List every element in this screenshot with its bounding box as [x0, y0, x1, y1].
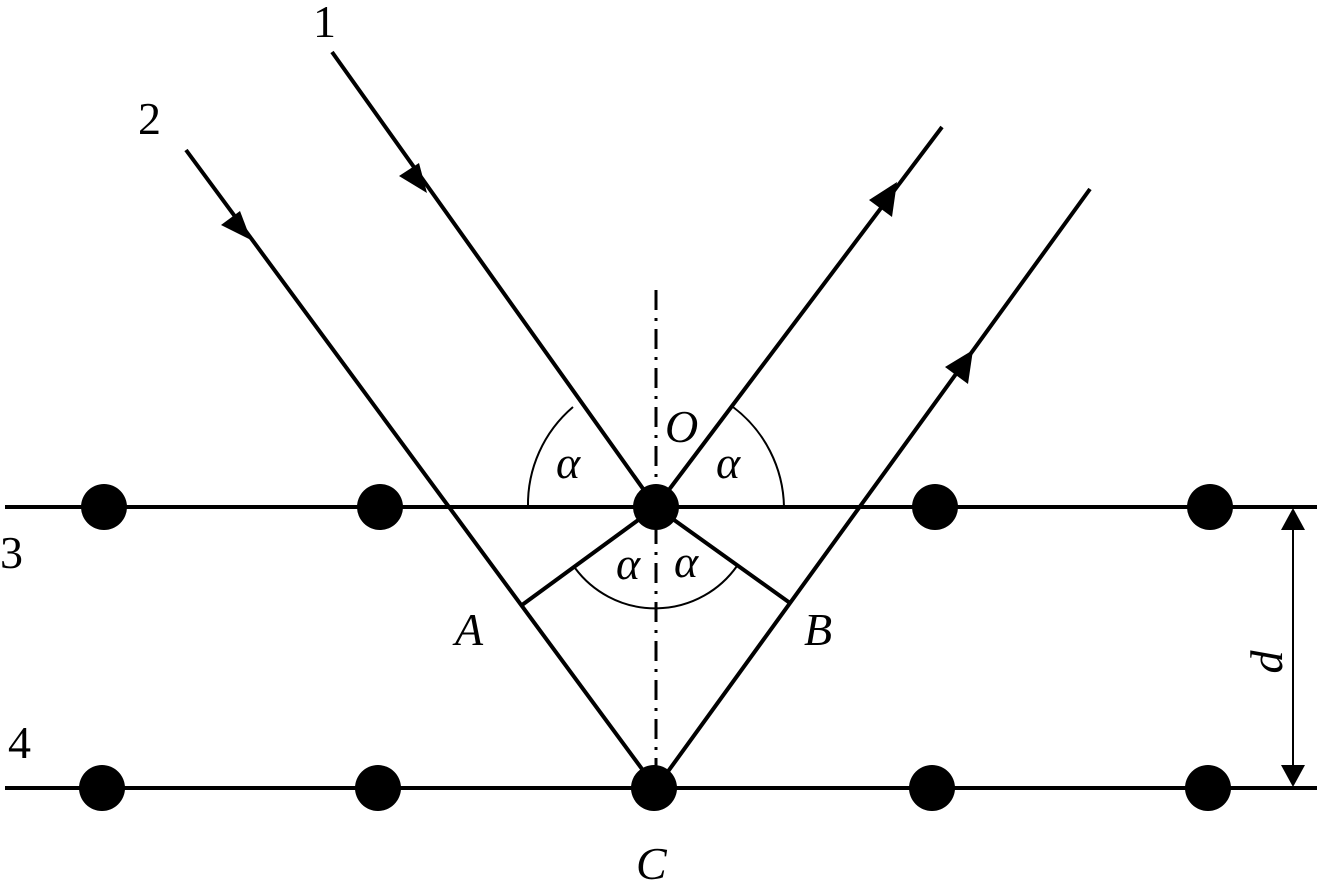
- label-angle-incident: α: [556, 437, 581, 488]
- reflected-ray-2: [654, 187, 1092, 790]
- atom-O: [633, 484, 679, 530]
- label-point-O: O: [665, 401, 698, 452]
- incident-ray-2: [184, 148, 658, 790]
- label-plane-4: 4: [8, 717, 31, 768]
- label-angle-reflected: α: [716, 437, 741, 488]
- angle-arc-lower: [574, 565, 738, 610]
- segment-OB: [654, 505, 792, 605]
- label-plane-3: 3: [0, 527, 23, 578]
- distance-arrow-top: [1281, 508, 1305, 530]
- label-point-C: C: [636, 838, 668, 882]
- arrowhead-reflected-1: [869, 182, 897, 217]
- atom: [1185, 765, 1231, 811]
- label-point-A: A: [452, 604, 484, 655]
- atom: [355, 765, 401, 811]
- label-ray-1: 1: [313, 0, 336, 47]
- atom: [1187, 484, 1233, 530]
- label-ray-2: 2: [138, 93, 161, 144]
- atom: [79, 765, 125, 811]
- arrowhead-incident-2: [221, 211, 251, 240]
- atom: [909, 765, 955, 811]
- label-distance-d: d: [1241, 650, 1292, 674]
- atom: [357, 484, 403, 530]
- label-angle-lower-left: α: [616, 538, 641, 589]
- atom-C: [631, 765, 677, 811]
- atom: [912, 484, 958, 530]
- distance-arrow-bottom: [1281, 765, 1305, 787]
- incident-ray-1: [330, 50, 658, 509]
- label-angle-lower-right: α: [674, 536, 699, 587]
- arrowhead-incident-1: [399, 163, 427, 193]
- segment-OA: [520, 505, 658, 607]
- angle-arc-incident: [526, 406, 574, 508]
- arrowhead-reflected-2: [945, 350, 973, 384]
- atom: [81, 484, 127, 530]
- label-point-B: B: [804, 604, 832, 655]
- angle-arc-reflected: [732, 406, 785, 508]
